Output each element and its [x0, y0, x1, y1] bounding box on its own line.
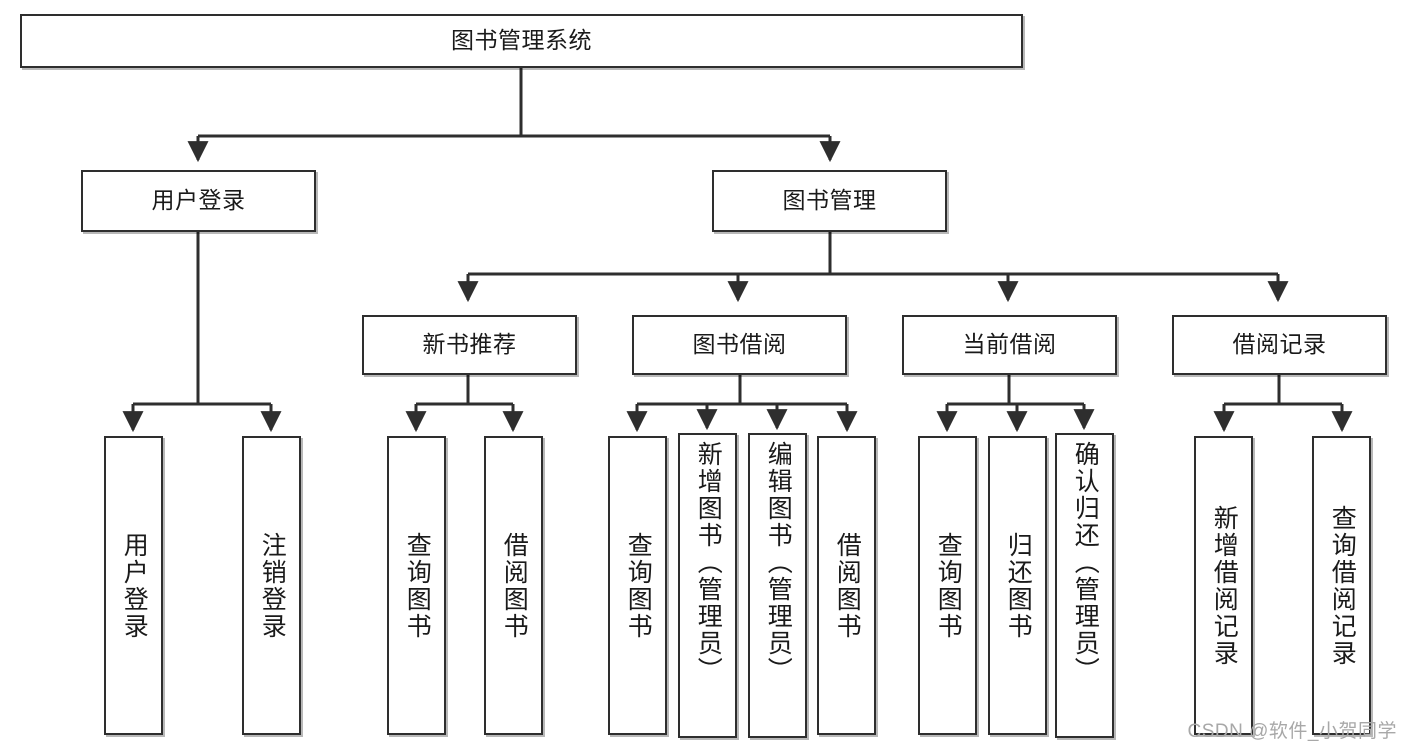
node-leaf-query-book-2-label: 查询图书	[624, 531, 653, 640]
node-leaf-logout-label: 注销登录	[258, 531, 287, 640]
node-leaf-user-login[interactable]: 用户登录	[104, 436, 163, 735]
node-leaf-query-book-2[interactable]: 查询图书	[608, 436, 667, 735]
node-leaf-return-book-label: 归还图书	[1004, 531, 1033, 640]
node-leaf-edit-book-label: 编辑图书（管理员）	[764, 441, 793, 684]
node-leaf-add-book[interactable]: 新增图书（管理员）	[678, 433, 737, 738]
node-leaf-query-book-1-label: 查询图书	[403, 531, 432, 640]
node-leaf-query-book-3-label: 查询图书	[934, 531, 963, 640]
node-leaf-logout[interactable]: 注销登录	[242, 436, 301, 735]
node-new-book-recommend-label: 新书推荐	[422, 331, 517, 358]
node-borrow-record[interactable]: 借阅记录	[1172, 315, 1387, 375]
node-borrow-record-label: 借阅记录	[1232, 331, 1327, 358]
node-user-login[interactable]: 用户登录	[81, 170, 316, 232]
node-current-borrow-label: 当前借阅	[962, 331, 1057, 358]
node-leaf-confirm-return[interactable]: 确认归还（管理员）	[1055, 433, 1114, 738]
node-book-management-label: 图书管理	[782, 187, 877, 214]
node-leaf-borrow-book-1[interactable]: 借阅图书	[484, 436, 543, 735]
node-current-borrow[interactable]: 当前借阅	[902, 315, 1117, 375]
node-new-book-recommend[interactable]: 新书推荐	[362, 315, 577, 375]
node-leaf-query-borrow-record[interactable]: 查询借阅记录	[1312, 436, 1371, 735]
node-root[interactable]: 图书管理系统	[20, 14, 1023, 68]
node-leaf-borrow-book-2[interactable]: 借阅图书	[817, 436, 876, 735]
node-leaf-add-book-label: 新增图书（管理员）	[694, 441, 723, 684]
node-leaf-borrow-book-2-label: 借阅图书	[833, 531, 862, 640]
node-leaf-borrow-book-1-label: 借阅图书	[500, 531, 529, 640]
node-leaf-query-book-3[interactable]: 查询图书	[918, 436, 977, 735]
node-leaf-add-borrow-record-label: 新增借阅记录	[1210, 504, 1239, 667]
node-root-label: 图书管理系统	[451, 27, 592, 54]
node-book-borrow-label: 图书借阅	[692, 331, 787, 358]
node-leaf-add-borrow-record[interactable]: 新增借阅记录	[1194, 436, 1253, 735]
node-leaf-user-login-label: 用户登录	[120, 531, 149, 640]
node-leaf-edit-book[interactable]: 编辑图书（管理员）	[748, 433, 807, 738]
node-book-management[interactable]: 图书管理	[712, 170, 947, 232]
node-leaf-confirm-return-label: 确认归还（管理员）	[1071, 441, 1100, 684]
node-user-login-label: 用户登录	[151, 187, 246, 214]
node-leaf-return-book[interactable]: 归还图书	[988, 436, 1047, 735]
node-book-borrow[interactable]: 图书借阅	[632, 315, 847, 375]
node-leaf-query-book-1[interactable]: 查询图书	[387, 436, 446, 735]
csdn-watermark: CSDN @软件_小贺同学	[1187, 721, 1397, 742]
node-leaf-query-borrow-record-label: 查询借阅记录	[1328, 504, 1357, 667]
